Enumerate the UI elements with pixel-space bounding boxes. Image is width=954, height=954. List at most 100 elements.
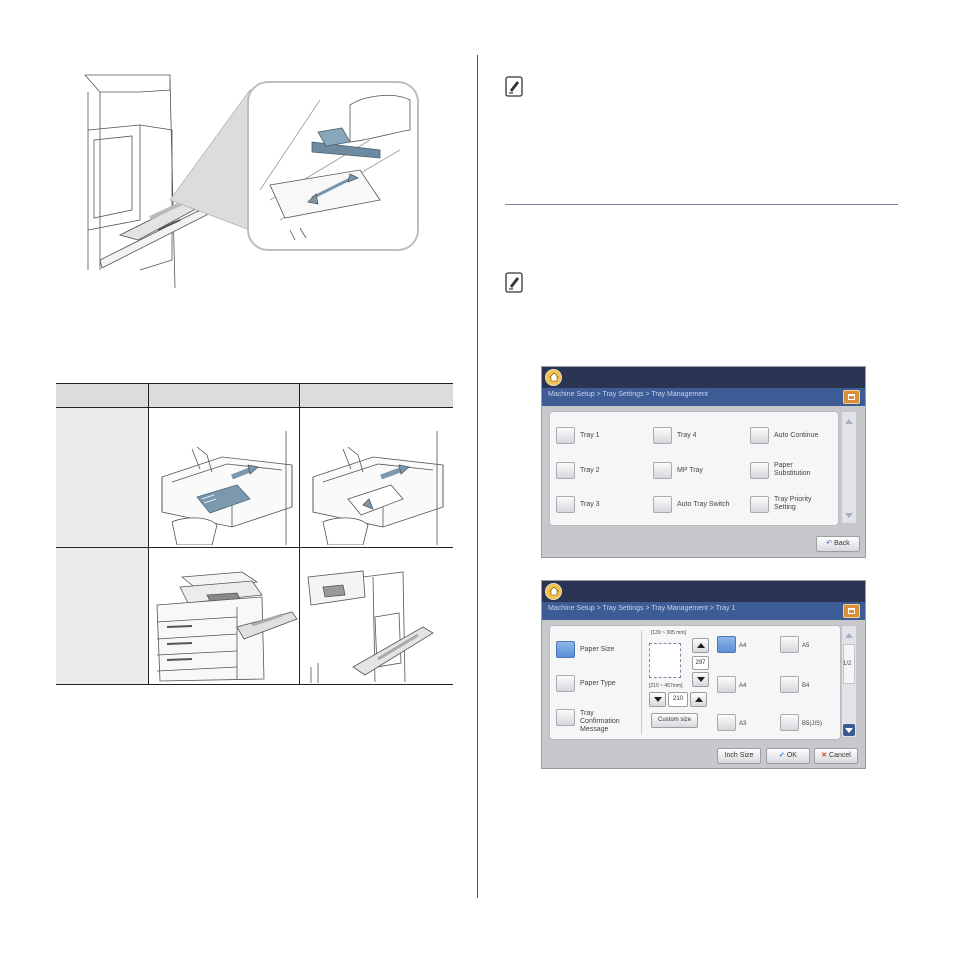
ok-button[interactable]: ✓ OK bbox=[766, 748, 810, 764]
scroll-up-icon[interactable] bbox=[845, 633, 853, 638]
breadcrumb-text: Machine Setup > Tray Settings > Tray Man… bbox=[548, 391, 708, 398]
mp-tray-closeup-illustration bbox=[303, 567, 449, 688]
tray-4-button[interactable] bbox=[653, 427, 672, 444]
size-b5-jis-button[interactable] bbox=[780, 714, 799, 731]
tray-1-label: Tray 1 bbox=[580, 432, 600, 439]
job-status-icon[interactable] bbox=[843, 604, 860, 618]
screen-top-bar bbox=[542, 581, 865, 602]
close-icon: ✕ bbox=[821, 752, 828, 759]
size-a4-landscape-button[interactable] bbox=[717, 676, 736, 693]
auto-tray-switch-button[interactable] bbox=[653, 496, 672, 513]
up-arrow-icon bbox=[697, 643, 705, 648]
page-indicator: 1/2 bbox=[843, 661, 852, 667]
width-increase-button[interactable] bbox=[690, 692, 707, 707]
column-divider bbox=[477, 55, 478, 898]
tray-2-button[interactable] bbox=[556, 462, 575, 479]
tray-2-label: Tray 2 bbox=[580, 467, 600, 474]
tray-1-button[interactable] bbox=[556, 427, 575, 444]
height-increase-button[interactable] bbox=[692, 638, 709, 653]
section-rule bbox=[505, 204, 898, 205]
tray-confirmation-message-label: Tray Confirmation Message bbox=[580, 710, 620, 733]
tray-1-settings-screen: Machine Setup > Tray Settings > Tray Man… bbox=[541, 580, 866, 769]
table-rule bbox=[56, 383, 453, 384]
tray-management-screen: Machine Setup > Tray Settings > Tray Man… bbox=[541, 366, 866, 558]
tray-guide-illustration bbox=[303, 427, 449, 550]
tray-1-options-panel: Paper Size Paper Type Tray Confirmation … bbox=[549, 625, 841, 740]
size-a3-label: A3 bbox=[739, 721, 747, 727]
width-decrease-button[interactable] bbox=[649, 692, 666, 707]
cancel-label: Cancel bbox=[829, 752, 851, 759]
paper-type-button[interactable] bbox=[556, 675, 575, 692]
mp-tray-label: MP Tray bbox=[677, 467, 703, 474]
tray-priority-setting-label: Tray Priority Setting bbox=[774, 496, 812, 511]
tray-4-label: Tray 4 bbox=[677, 432, 697, 439]
printer-mp-tray-illustration bbox=[152, 567, 298, 688]
paper-size-button[interactable] bbox=[556, 641, 575, 658]
scrollbar[interactable]: 1/2 bbox=[841, 625, 857, 738]
paper-type-label: Paper Type bbox=[580, 680, 616, 687]
height-decrease-button[interactable] bbox=[692, 672, 709, 687]
custom-size-button[interactable]: Custom size bbox=[651, 713, 698, 728]
cancel-button[interactable]: ✕ Cancel bbox=[814, 748, 858, 764]
scroll-down-icon[interactable] bbox=[845, 513, 853, 518]
auto-tray-switch-label: Auto Tray Switch bbox=[677, 501, 730, 508]
mp-tray-illustration bbox=[80, 70, 420, 292]
back-label: Back bbox=[834, 540, 850, 547]
down-arrow-icon bbox=[654, 697, 662, 702]
table-rule bbox=[56, 547, 453, 548]
panel-divider bbox=[641, 630, 642, 735]
scroll-thumb[interactable] bbox=[843, 644, 855, 684]
breadcrumb: Machine Setup > Tray Settings > Tray Man… bbox=[542, 602, 865, 620]
size-a5-button[interactable] bbox=[780, 636, 799, 653]
note-icon bbox=[505, 272, 525, 294]
tray-3-button[interactable] bbox=[556, 496, 575, 513]
breadcrumb: Machine Setup > Tray Settings > Tray Man… bbox=[542, 388, 865, 406]
check-icon: ✓ bbox=[779, 752, 785, 759]
tray-confirmation-message-button[interactable] bbox=[556, 709, 575, 726]
scroll-up-icon[interactable] bbox=[845, 419, 853, 424]
paper-size-label: Paper Size bbox=[580, 646, 615, 653]
size-a4-portrait-button[interactable] bbox=[717, 636, 736, 653]
scroll-down-icon bbox=[845, 728, 853, 733]
size-a3-button[interactable] bbox=[717, 714, 736, 731]
height-value[interactable]: 297 bbox=[692, 656, 709, 670]
tray-priority-setting-button[interactable] bbox=[750, 496, 769, 513]
down-arrow-icon bbox=[697, 677, 705, 682]
table-header bbox=[56, 383, 453, 407]
auto-continue-label: Auto Continue bbox=[774, 432, 819, 439]
size-a5-label: A5 bbox=[802, 643, 810, 649]
width-value[interactable]: 210 bbox=[668, 692, 688, 707]
home-icon[interactable] bbox=[545, 369, 562, 386]
table-rule bbox=[299, 383, 300, 685]
table-rule bbox=[56, 684, 453, 685]
home-icon[interactable] bbox=[545, 583, 562, 600]
loading-comparison-table bbox=[56, 383, 453, 685]
size-a4-landscape-label: A4 bbox=[739, 683, 747, 689]
note-icon bbox=[505, 76, 525, 98]
breadcrumb-text: Machine Setup > Tray Settings > Tray Man… bbox=[548, 605, 736, 612]
tray-3-label: Tray 3 bbox=[580, 501, 600, 508]
ok-label: OK bbox=[786, 752, 797, 759]
size-b5-jis-label: B5(JIS) bbox=[802, 721, 823, 727]
paper-substitution-button[interactable] bbox=[750, 462, 769, 479]
size-b4-button[interactable] bbox=[780, 676, 799, 693]
screen-top-bar bbox=[542, 367, 865, 388]
scrollbar[interactable] bbox=[841, 411, 857, 524]
up-arrow-icon bbox=[695, 697, 703, 702]
table-rule bbox=[56, 407, 453, 408]
back-button[interactable]: ↶ Back bbox=[816, 536, 860, 552]
width-range-label: [210 ~ 457mm] bbox=[649, 683, 683, 689]
tray-options-panel: Tray 1 Tray 2 Tray 3 Tray 4 MP Tray Auto… bbox=[549, 411, 839, 526]
scroll-down-button[interactable] bbox=[843, 724, 855, 736]
paper-preview bbox=[649, 643, 681, 678]
size-a4-portrait-label: A4 bbox=[739, 643, 747, 649]
back-arrow-icon: ↶ bbox=[826, 540, 833, 547]
tray-envelope-illustration bbox=[152, 427, 294, 550]
inch-size-button[interactable]: Inch Size bbox=[717, 748, 761, 764]
mp-tray-button[interactable] bbox=[653, 462, 672, 479]
table-row-header-column bbox=[56, 407, 148, 685]
job-status-icon[interactable] bbox=[843, 390, 860, 404]
size-b4-label: B4 bbox=[802, 683, 810, 689]
table-rule bbox=[148, 383, 149, 685]
auto-continue-button[interactable] bbox=[750, 427, 769, 444]
